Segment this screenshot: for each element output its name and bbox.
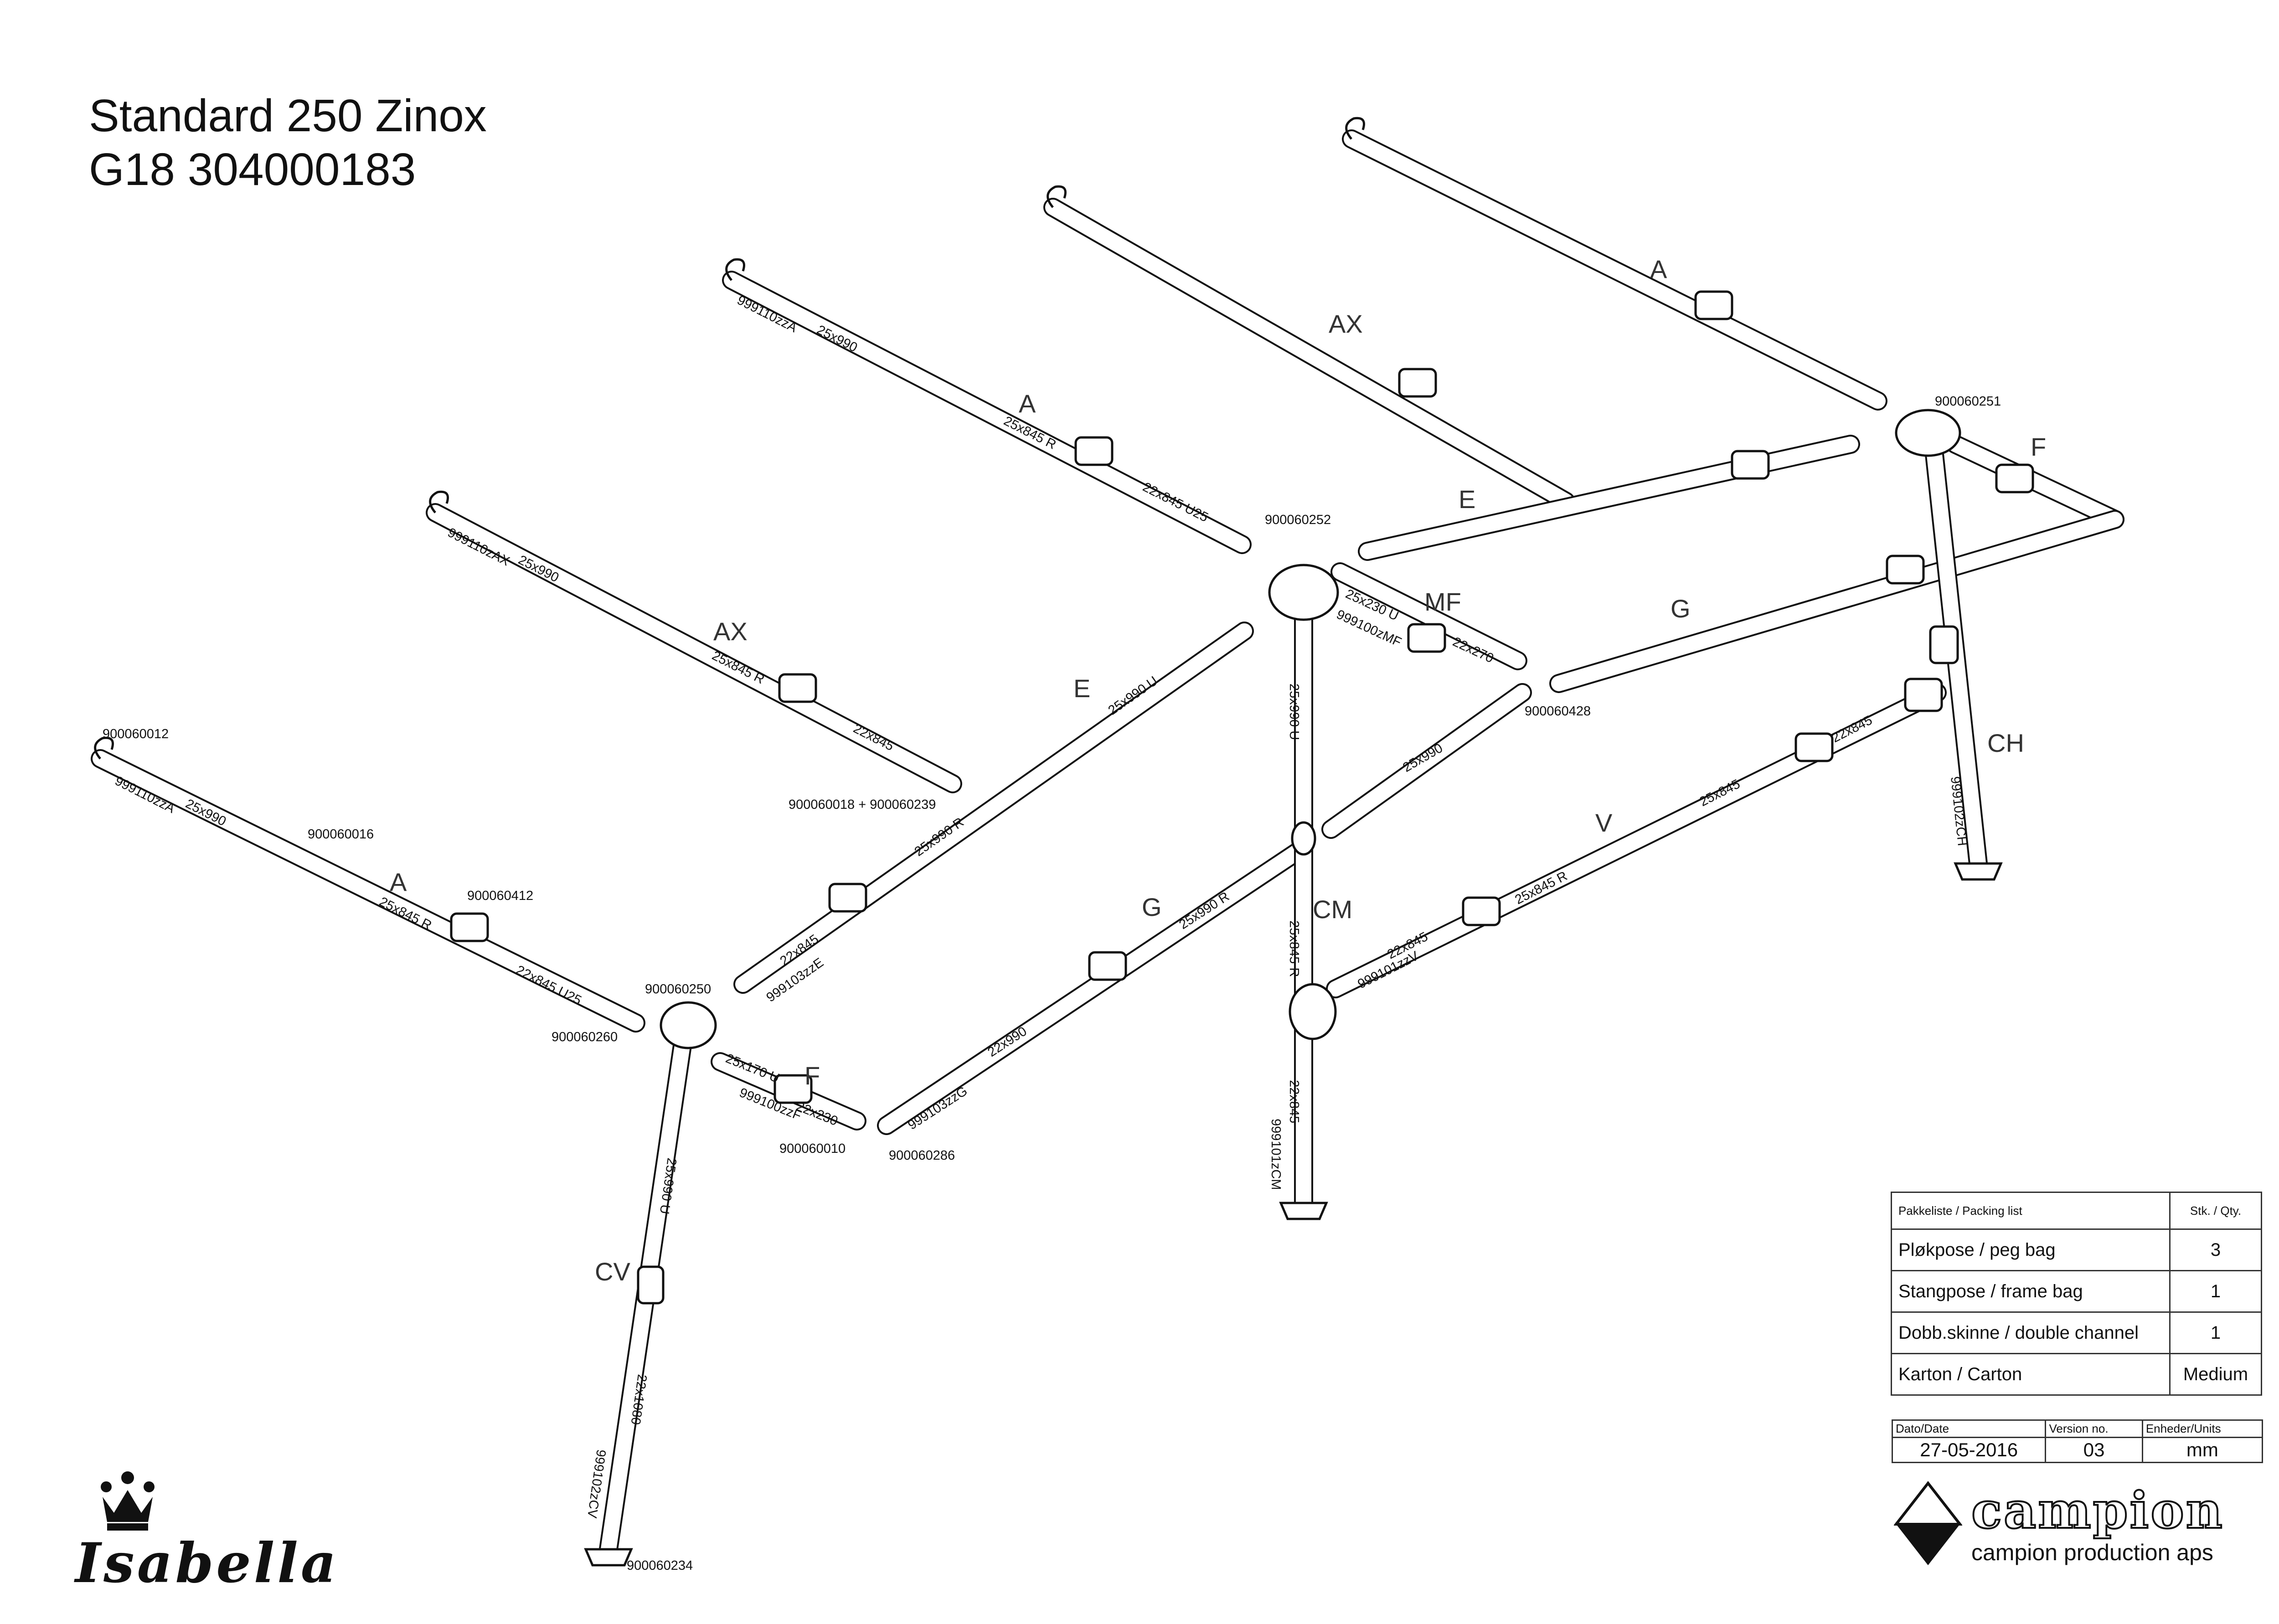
clamp-v	[1794, 732, 1834, 762]
section-label: A	[1019, 389, 1036, 418]
revision-table: Dato/Date Version no. Enheder/Units 27-0…	[1891, 1419, 2264, 1463]
clamp-a-front	[450, 912, 489, 942]
section-label: G	[1142, 893, 1162, 921]
ref-number: 900060412	[467, 889, 533, 903]
ref-number: 900060251	[1935, 394, 2001, 409]
title-model: Standard 250 Zinox	[89, 90, 487, 141]
part-label: 25x845 R	[1287, 920, 1301, 977]
ref-number: 900060018 + 900060239	[789, 797, 936, 812]
date-label: Dato/Date	[1891, 1419, 2047, 1438]
foot-cm	[1279, 1202, 1328, 1220]
campion-mark-icon	[1894, 1481, 1962, 1565]
packing-qty: 1	[2169, 1270, 2262, 1313]
ref-number: 900060012	[103, 727, 169, 741]
clamp-ch2	[1904, 678, 1943, 712]
part-label: 999101zCM	[1268, 1119, 1283, 1190]
table-row: Pløkpose / peg bag 3	[1891, 1228, 2262, 1271]
section-label: E	[1073, 674, 1090, 703]
clamp-a-middle	[1074, 436, 1114, 466]
section-label: CH	[1987, 729, 2024, 757]
clamp-cv	[637, 1265, 665, 1305]
table-row: Karton / Carton Medium	[1891, 1353, 2262, 1396]
section-label: E	[1459, 485, 1475, 514]
title-code: G18 304000183	[89, 144, 416, 195]
clamp-f-lower	[773, 1074, 813, 1104]
hook-a-front	[94, 736, 114, 760]
packing-list-table: Pakkeliste / Packing list Stk. / Qty. Pl…	[1891, 1192, 2262, 1396]
ref-number: 900060252	[1265, 513, 1331, 527]
section-label: F	[804, 1061, 820, 1090]
clamp-ax-lower	[778, 673, 817, 703]
crown-icon	[101, 1471, 155, 1531]
section-label: F	[2031, 432, 2046, 461]
section-label: A	[1650, 255, 1667, 283]
campion-wordmark: campion	[1970, 1480, 2224, 1541]
hook-a-top	[1345, 117, 1365, 140]
clamp-g-lower	[1088, 951, 1127, 981]
packing-list-header: Pakkeliste / Packing list	[1891, 1192, 2171, 1230]
packing-item: Karton / Carton	[1891, 1353, 2171, 1396]
units-label: Enheder/Units	[2141, 1419, 2264, 1438]
clamp-ch	[1929, 625, 1959, 664]
ref-number: 900060016	[308, 827, 374, 842]
packing-item: Pløkpose / peg bag	[1891, 1228, 2171, 1271]
connector-900060251	[1895, 409, 1961, 457]
part-label: 25x990 U	[1287, 684, 1301, 740]
part-label: 22x845	[1287, 1080, 1301, 1123]
packing-item: Stangpose / frame bag	[1891, 1270, 2171, 1313]
section-label: AX	[1329, 309, 1363, 338]
packing-qty: Medium	[2169, 1353, 2262, 1396]
clamp-f-upper	[1995, 463, 2034, 493]
section-label: G	[1671, 594, 1691, 623]
poles	[91, 129, 2124, 1559]
ref-number: 900060234	[627, 1558, 693, 1573]
units-value: mm	[2141, 1437, 2264, 1463]
section-labels: A AX A AX A E E F F MF G G CH CM CV V	[390, 255, 2046, 1286]
ref-number: 900060428	[1525, 704, 1591, 719]
packing-qty: 3	[2169, 1228, 2262, 1271]
qty-header: Stk. / Qty.	[2169, 1192, 2262, 1230]
clamp-ax-upper	[1398, 368, 1437, 398]
clamp-a-top	[1694, 290, 1733, 320]
version-label: Version no.	[2045, 1419, 2143, 1438]
section-label: MF	[1424, 587, 1461, 616]
clamp-g-upper	[1886, 555, 1925, 585]
hook-a-middle	[725, 258, 745, 281]
drawing-title: Standard 250 Zinox G18 304000183	[89, 89, 487, 196]
section-label: A	[390, 868, 407, 896]
ref-number: 900060250	[645, 982, 711, 997]
foot-cv	[584, 1548, 633, 1567]
connector-cm-knee	[1289, 983, 1337, 1040]
isabella-wordmark: Isabella	[75, 1531, 339, 1595]
ref-number: 900060010	[779, 1141, 846, 1156]
campion-logo: campion campion production aps	[1894, 1480, 2265, 1572]
packing-item: Dobb.skinne / double channel	[1891, 1311, 2171, 1354]
version-value: 03	[2045, 1437, 2143, 1463]
campion-subtitle: campion production aps	[1971, 1540, 2213, 1565]
ref-numbers: 900060251 900060252 900060018 + 90006023…	[103, 394, 2001, 1573]
connector-900060250	[660, 1001, 717, 1049]
packing-qty: 1	[2169, 1311, 2262, 1354]
clamp-e-upper	[1731, 450, 1770, 480]
connector-cm-mid	[1291, 821, 1316, 856]
clamp-v-front	[1462, 896, 1501, 926]
section-label: V	[1595, 808, 1613, 837]
ref-number: 900060260	[552, 1030, 618, 1044]
fittings	[94, 117, 2034, 1567]
part-label: 999102zCV	[584, 1449, 608, 1519]
hook-ax-upper	[1047, 185, 1067, 208]
table-row: Dobb.skinne / double channel 1	[1891, 1311, 2262, 1354]
clamp-e-front	[828, 883, 867, 913]
hook-ax-lower	[429, 490, 449, 514]
section-label: AX	[713, 617, 748, 646]
clamp-mf	[1407, 623, 1446, 653]
connector-900060252	[1268, 564, 1339, 621]
ref-number: 900060286	[889, 1148, 955, 1163]
foot-ch	[1954, 862, 2003, 881]
table-row: Stangpose / frame bag 1	[1891, 1270, 2262, 1313]
section-label: CM	[1313, 895, 1352, 924]
date-value: 27-05-2016	[1891, 1437, 2047, 1463]
section-label: CV	[595, 1257, 630, 1286]
